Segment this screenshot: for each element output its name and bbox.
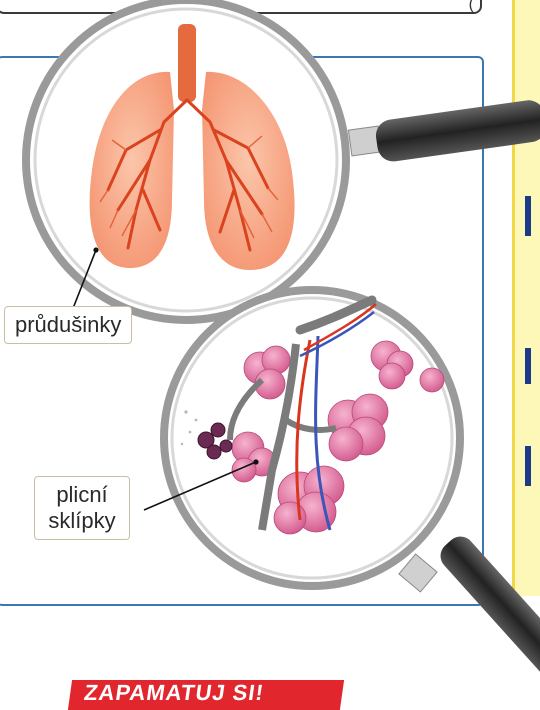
remember-badge-text: ZAPAMATUJ SI! bbox=[83, 680, 266, 705]
label-bronchioles-text: průdušinky bbox=[15, 312, 121, 337]
label-alveoli: plicní sklípky bbox=[34, 476, 130, 540]
label-alveoli-line1: plicní bbox=[45, 482, 119, 508]
label-alveoli-line2: sklípky bbox=[45, 508, 119, 534]
magnifier-icon bbox=[348, 98, 540, 163]
remember-badge: ZAPAMATUJ SI! bbox=[68, 680, 344, 710]
label-bronchioles: průdušinky bbox=[4, 306, 132, 344]
